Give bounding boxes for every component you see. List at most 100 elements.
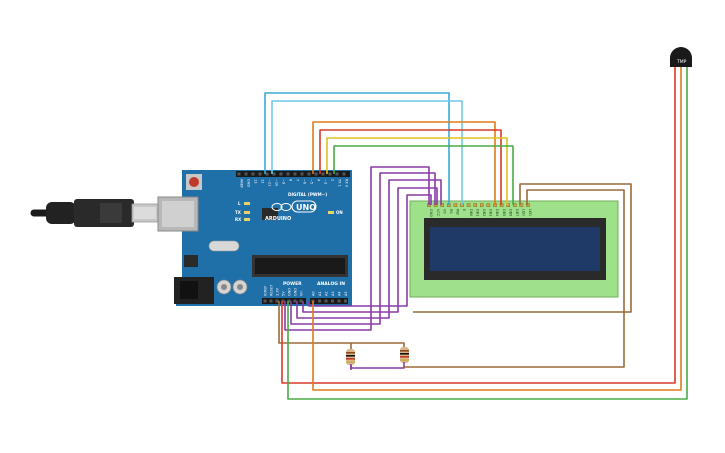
wire-purple-3[interactable] — [296, 179, 442, 319]
resistor-2-band-3 — [400, 356, 409, 358]
tmp-sensor[interactable]: TMP — [670, 47, 692, 67]
lcd-pin-db6-12[interactable] — [506, 203, 511, 207]
tmp-sensor-label: TMP — [676, 59, 687, 65]
lcd-pin-v0-2[interactable] — [440, 203, 445, 207]
wire-lightblue-1[interactable] — [271, 100, 463, 205]
digital-pin-tx-1[interactable] — [335, 172, 339, 176]
wire-purple-5[interactable] — [308, 194, 432, 307]
lcd-pin-led-14[interactable] — [519, 203, 524, 207]
wire-brown-2[interactable] — [404, 189, 625, 368]
wire-orange-1[interactable] — [312, 121, 496, 205]
lcd-pin-label: RW — [456, 209, 460, 215]
power-pin-label: GND — [293, 288, 297, 296]
analog-pin-a5[interactable] — [344, 299, 347, 303]
lcd-pin-label: LED — [528, 209, 532, 216]
power-pin-reset[interactable] — [269, 299, 273, 303]
wire-orange-sensor[interactable] — [312, 67, 682, 391]
infinity-logo-left — [271, 203, 283, 211]
power-pin-ioref[interactable] — [263, 299, 267, 303]
digital-pin-5[interactable] — [307, 172, 311, 176]
analog-pin-a1[interactable] — [318, 299, 321, 303]
resistor-2[interactable] — [400, 347, 409, 363]
wire-red-sensor[interactable] — [281, 67, 676, 384]
digital-pin-label: 4 — [316, 179, 320, 182]
analog-pin-a4[interactable] — [337, 299, 341, 303]
digital-pin-label: 8 — [288, 179, 292, 181]
resistor-1[interactable] — [346, 349, 355, 365]
digital-pin-9[interactable] — [279, 172, 283, 176]
digital-header-label: DIGITAL (PWM~) — [288, 192, 327, 197]
lcd-pin-db7-13[interactable] — [513, 203, 517, 207]
wire-purple-2[interactable] — [290, 172, 436, 325]
digital-pin-6[interactable] — [300, 172, 304, 176]
lcd-pin-led-15[interactable] — [526, 203, 530, 207]
digital-pin-label: AREF — [239, 179, 243, 188]
wire-brown-4[interactable] — [351, 342, 405, 347]
analog-pin-label: A0 — [311, 291, 315, 296]
wire-yellow-1[interactable] — [326, 137, 508, 205]
digital-pin-13[interactable] — [251, 172, 255, 176]
power-pin-label: 5V — [281, 291, 285, 296]
label-on: ON — [336, 210, 343, 215]
crystal — [208, 240, 240, 252]
digital-pin-3[interactable] — [321, 172, 325, 176]
wire-green-1[interactable] — [333, 145, 514, 205]
lcd-pin-db0-6[interactable] — [466, 203, 471, 207]
digital-pin-label: ~5 — [309, 179, 313, 184]
digital-pin-8[interactable] — [286, 172, 290, 176]
digital-pin-label: RX 0 — [344, 179, 348, 187]
capacitor-2-top — [237, 284, 243, 290]
led-on — [328, 211, 334, 214]
digital-pin-7[interactable] — [293, 172, 297, 176]
usb-cable[interactable] — [30, 199, 159, 227]
digital-pin-aref[interactable] — [237, 172, 241, 176]
lcd-pin-label: DB4 — [495, 209, 499, 217]
power-label: POWER — [283, 281, 302, 287]
usb-cable-boot — [46, 202, 76, 224]
power-pin-vin[interactable] — [299, 299, 303, 303]
digital-pin-holes — [237, 172, 346, 176]
digital-pin-10[interactable] — [272, 172, 276, 176]
analog-header — [310, 298, 348, 304]
digital-pin-2[interactable] — [328, 172, 332, 176]
analog-pin-a2[interactable] — [324, 299, 328, 303]
lcd-pin-label: DB0 — [469, 209, 473, 216]
reset-button-cap[interactable] — [189, 177, 199, 187]
lcd-pin-label: V0 — [442, 209, 446, 214]
digital-pin-gnd[interactable] — [244, 172, 248, 176]
power-pin-3-3v[interactable] — [275, 299, 279, 303]
lcd-pin-db2-8[interactable] — [480, 203, 484, 207]
analog-pin-a3[interactable] — [331, 299, 334, 303]
power-pin-gnd[interactable] — [287, 299, 291, 303]
lcd-pin-db3-9[interactable] — [486, 203, 491, 207]
lcd-pin-label: DB3 — [489, 209, 493, 216]
usb-plug-grip — [100, 203, 122, 223]
lcd-pin-label: LED — [522, 209, 526, 216]
resistor-2-band-4 — [400, 359, 409, 361]
wire-brown-1[interactable] — [413, 183, 632, 313]
digital-pin-4[interactable] — [314, 172, 318, 176]
wire-purple-4[interactable] — [302, 187, 438, 313]
wire-purple-6[interactable] — [350, 362, 405, 369]
wire-green-sensor[interactable] — [287, 67, 688, 400]
lcd-pin-db1-7[interactable] — [473, 203, 478, 207]
digital-pin-rx-0[interactable] — [342, 172, 346, 176]
power-jack-inner — [180, 281, 198, 299]
lcd-pin-label: GND — [429, 209, 433, 217]
power-pin-5v[interactable] — [281, 299, 285, 303]
wire-brown-3[interactable] — [278, 301, 352, 349]
wire-blue-1[interactable] — [264, 92, 450, 205]
digital-pin-12[interactable] — [258, 172, 262, 176]
lcd-pin-rw-4[interactable] — [453, 203, 458, 207]
led-rx — [244, 218, 250, 221]
power-pin-gnd[interactable] — [293, 299, 297, 303]
lcd-pin-label: DB1 — [475, 209, 479, 216]
lcd-pin-label: DB5 — [502, 209, 506, 216]
wires — [264, 67, 688, 400]
wire-red-1[interactable] — [319, 129, 502, 205]
digital-pin-11[interactable] — [265, 172, 269, 176]
